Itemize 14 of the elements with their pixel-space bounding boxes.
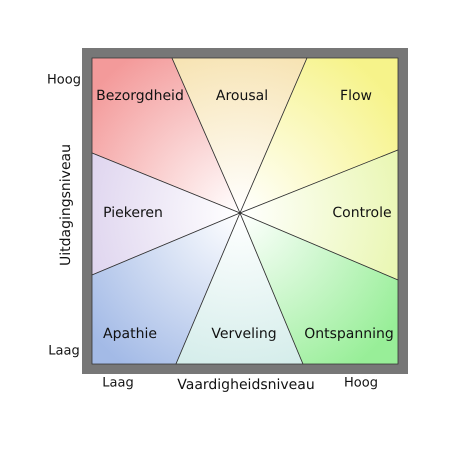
sector-label: Bezorgdheid xyxy=(96,88,184,104)
axis-tick-label: Hoog xyxy=(344,376,378,390)
axis-tick-label: Laag xyxy=(48,344,80,358)
sector-label: Flow xyxy=(340,88,372,104)
sector-label: Apathie xyxy=(103,326,157,342)
sector-label: Piekeren xyxy=(103,205,163,221)
axis-tick-label: Laag xyxy=(102,376,134,390)
axis-tick-label: Hoog xyxy=(47,72,81,88)
axis-title: Uitdagingsniveau xyxy=(58,144,74,266)
axis-title: Vaardigheidsniveau xyxy=(177,377,315,393)
sector-label: Verveling xyxy=(211,326,277,342)
sector-label: Ontspanning xyxy=(304,326,394,342)
sector-label: Controle xyxy=(332,205,392,221)
sector-label: Arousal xyxy=(216,88,268,104)
